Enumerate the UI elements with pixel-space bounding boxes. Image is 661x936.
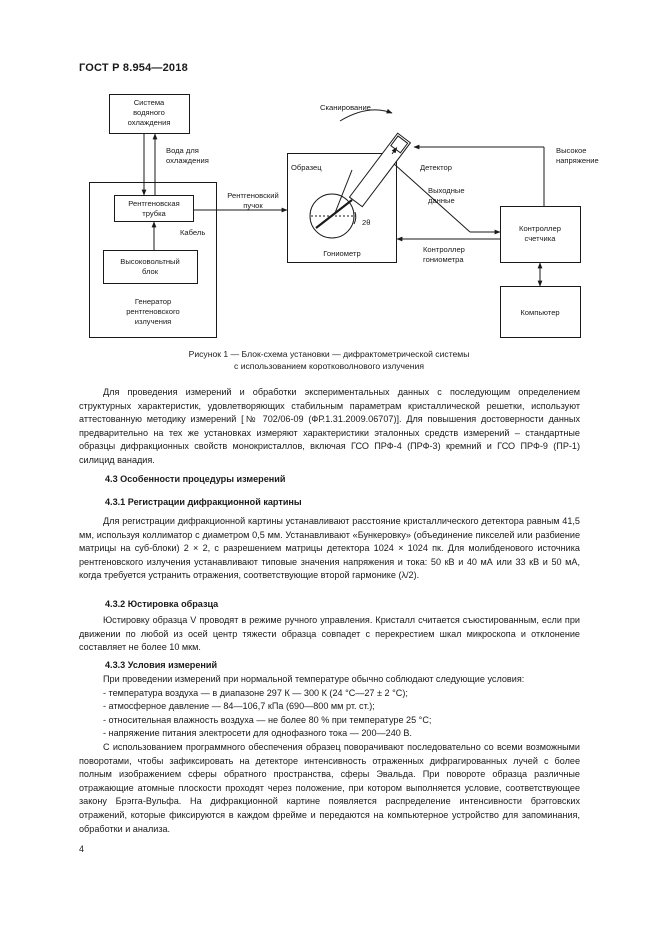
section-4-3-2-block: Юстировку образца V проводят в режиме ру…	[79, 614, 580, 655]
water-label-1: Вода для	[166, 146, 199, 155]
section-4-3-1-heading: 4.3.1 Регистрации дифракционной картины	[105, 497, 302, 507]
section-4-3-3-block: При проведении измерений при нормальной …	[79, 673, 580, 836]
two-theta-label: 2θ	[362, 218, 370, 227]
xray-tube-label-1: Рентгеновская	[128, 199, 179, 208]
figure-caption: Рисунок 1 — Блок-схема установки — дифра…	[79, 349, 579, 372]
beam-label-1: Рентгеновский	[227, 191, 278, 200]
final-paragraph: С использованием программного обеспечени…	[79, 741, 580, 834]
sample-label: Образец	[291, 163, 322, 172]
output-data-label-1: Выходные	[428, 186, 465, 195]
generator-label-2: рентгеновского	[126, 307, 180, 316]
caption-line-2: с использованием коротковолнового излуче…	[234, 360, 424, 371]
section-4-3-2-heading: 4.3.2 Юстировка образца	[105, 599, 219, 609]
page-number: 4	[79, 844, 85, 854]
generator-label-3: излучения	[135, 317, 172, 326]
cooling-label-3: охлаждения	[128, 118, 171, 127]
intro-paragraph-block: Для проведения измерений и обработки экс…	[79, 386, 580, 468]
beam-label-2: пучок	[243, 201, 263, 210]
section-4-3-heading: 4.3 Особенности процедуры измерений	[105, 474, 286, 484]
hv-label-1: Высоковольтный	[120, 257, 179, 266]
high-voltage-label-1: Высокое	[556, 146, 586, 155]
goniometer-circle	[309, 193, 355, 239]
section-4-3-1-block: Для регистрации дифракционной картины ус…	[79, 515, 580, 583]
goniometer-label: Гониометр	[323, 249, 360, 258]
generator-box	[89, 182, 217, 338]
block-diagram: Система водяного охлаждения Вода для охл…	[89, 94, 599, 338]
section-4-3-3-heading: 4.3.3 Условия измерений	[105, 660, 218, 670]
cable-label: Кабель	[180, 228, 205, 237]
condition-item: - относительная влажность воздуха — не б…	[103, 714, 432, 725]
counter-controller-label-2: счетчика	[524, 234, 556, 243]
generator-label-1: Генератор	[135, 297, 171, 306]
condition-item: - напряжение питания электросети для одн…	[103, 728, 412, 739]
water-label-2: охлаждения	[166, 156, 209, 165]
gonio-controller-label-1: Контроллер	[423, 245, 465, 254]
section-4-3-2-text: Юстировку образца V проводят в режиме ру…	[79, 615, 580, 653]
condition-item: - температура воздуха — в диапазоне 297 …	[103, 687, 408, 698]
conditions-intro: При проведении измерений при нормальной …	[103, 674, 525, 684]
cooling-system-box	[109, 94, 190, 134]
high-voltage-label-2: напряжение	[556, 156, 599, 165]
scanning-label: Сканирование	[320, 103, 371, 112]
hv-label-2: блок	[142, 267, 159, 276]
intro-paragraph: Для проведения измерений и обработки экс…	[79, 387, 580, 465]
condition-item: - атмосферное давление — 84—106,7 кПа (6…	[103, 701, 375, 712]
document-id: ГОСТ Р 8.954—2018	[79, 62, 188, 74]
detector-label: Детектор	[420, 163, 452, 172]
output-data-label-2: данные	[428, 196, 455, 205]
computer-label: Компьютер	[520, 308, 559, 317]
counter-controller-label-1: Контроллер	[519, 224, 561, 233]
hv-block-box	[103, 250, 198, 284]
xray-tube-label-2: трубка	[142, 209, 166, 218]
section-4-3-1-text: Для регистрации дифракционной картины ус…	[79, 516, 580, 581]
caption-line-1: Рисунок 1 — Блок-схема установки — дифра…	[188, 349, 470, 359]
gonio-controller-label-2: гониометра	[423, 255, 464, 264]
cooling-label-1: Система	[134, 98, 165, 107]
cooling-label-2: водяного	[133, 108, 165, 117]
